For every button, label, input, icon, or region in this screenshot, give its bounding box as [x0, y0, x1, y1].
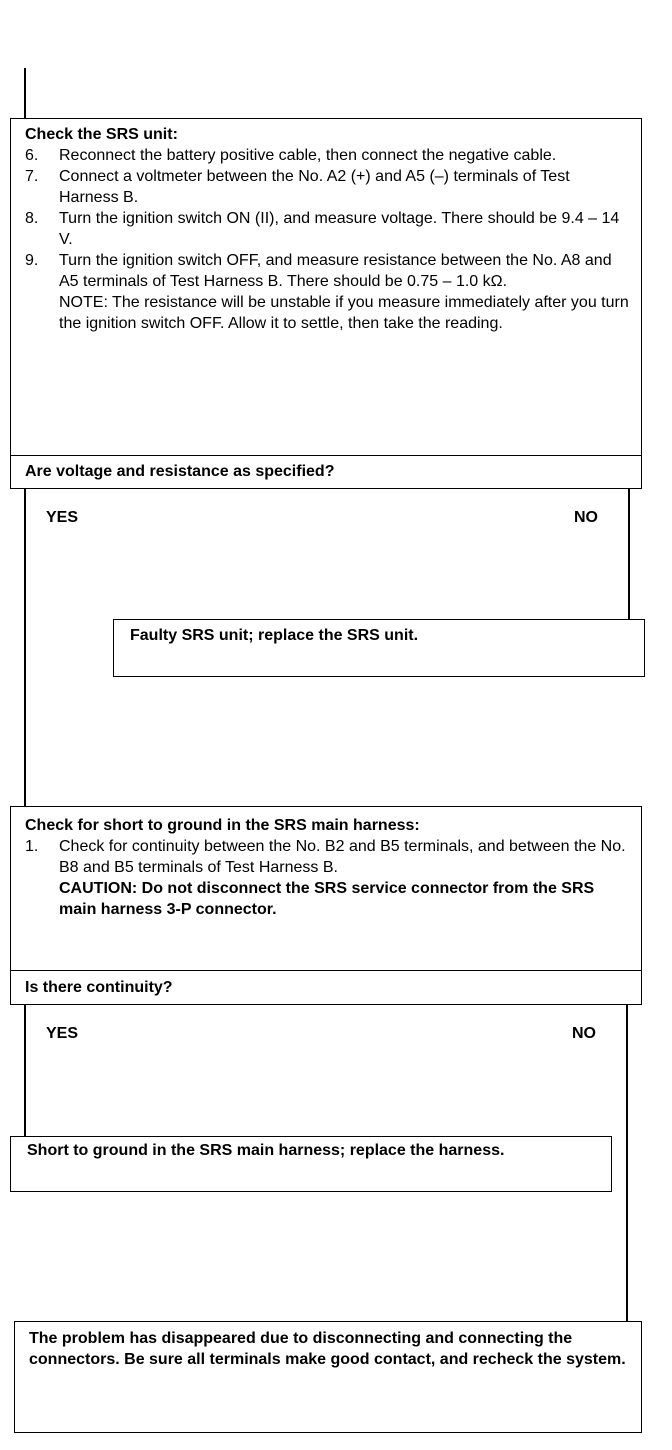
flow-line-yes-1: [24, 488, 26, 808]
yes-label-1: YES: [46, 509, 79, 526]
check-srs-unit-steps: 6.Reconnect the battery positive cable, …: [25, 145, 629, 334]
no-label-2: NO: [572, 1025, 596, 1042]
short-result-box: Short to ground in the SRS main harness;…: [10, 1136, 612, 1192]
question-2: Is there continuity?: [25, 979, 173, 996]
step-9-note: NOTE: The resistance will be unstable if…: [59, 294, 629, 332]
question-1: Are voltage and resistance as specified?: [25, 463, 335, 480]
check-short-box: Check for short to ground in the SRS mai…: [10, 806, 642, 972]
step-8: 8.Turn the ignition switch ON (II), and …: [25, 210, 620, 248]
check-srs-unit-title: Check the SRS unit:: [25, 126, 178, 143]
flow-line-no-2: [626, 1005, 628, 1322]
faulty-unit-box: Faulty SRS unit; replace the SRS unit.: [113, 619, 645, 677]
faulty-unit-text: Faulty SRS unit; replace the SRS unit.: [130, 627, 419, 644]
final-text: The problem has disappeared due to disco…: [29, 1330, 626, 1368]
final-box: The problem has disappeared due to disco…: [14, 1321, 642, 1433]
flow-line-no-1: [628, 488, 630, 620]
check-short-title: Check for short to ground in the SRS mai…: [25, 817, 420, 834]
question-box-1: Are voltage and resistance as specified?: [10, 455, 642, 489]
no-label-1: NO: [574, 509, 598, 526]
short-result-text: Short to ground in the SRS main harness;…: [27, 1142, 505, 1159]
step-9: 9.Turn the ignition switch OFF, and meas…: [25, 252, 629, 332]
question-box-2: Is there continuity?: [10, 970, 642, 1005]
step-6: 6.Reconnect the battery positive cable, …: [25, 147, 557, 164]
step-7: 7.Connect a voltmeter between the No. A2…: [25, 168, 570, 206]
yes-label-2: YES: [46, 1025, 79, 1042]
step-1-caution: CAUTION: Do not disconnect the SRS servi…: [59, 880, 595, 918]
check-srs-unit-box: Check the SRS unit: 6.Reconnect the batt…: [10, 118, 642, 456]
check-short-steps: 1.Check for continuity between the No. B…: [25, 836, 629, 920]
flow-line-yes-2: [24, 1005, 26, 1137]
step-1: 1.Check for continuity between the No. B…: [25, 836, 629, 920]
flow-line-top: [24, 68, 26, 120]
